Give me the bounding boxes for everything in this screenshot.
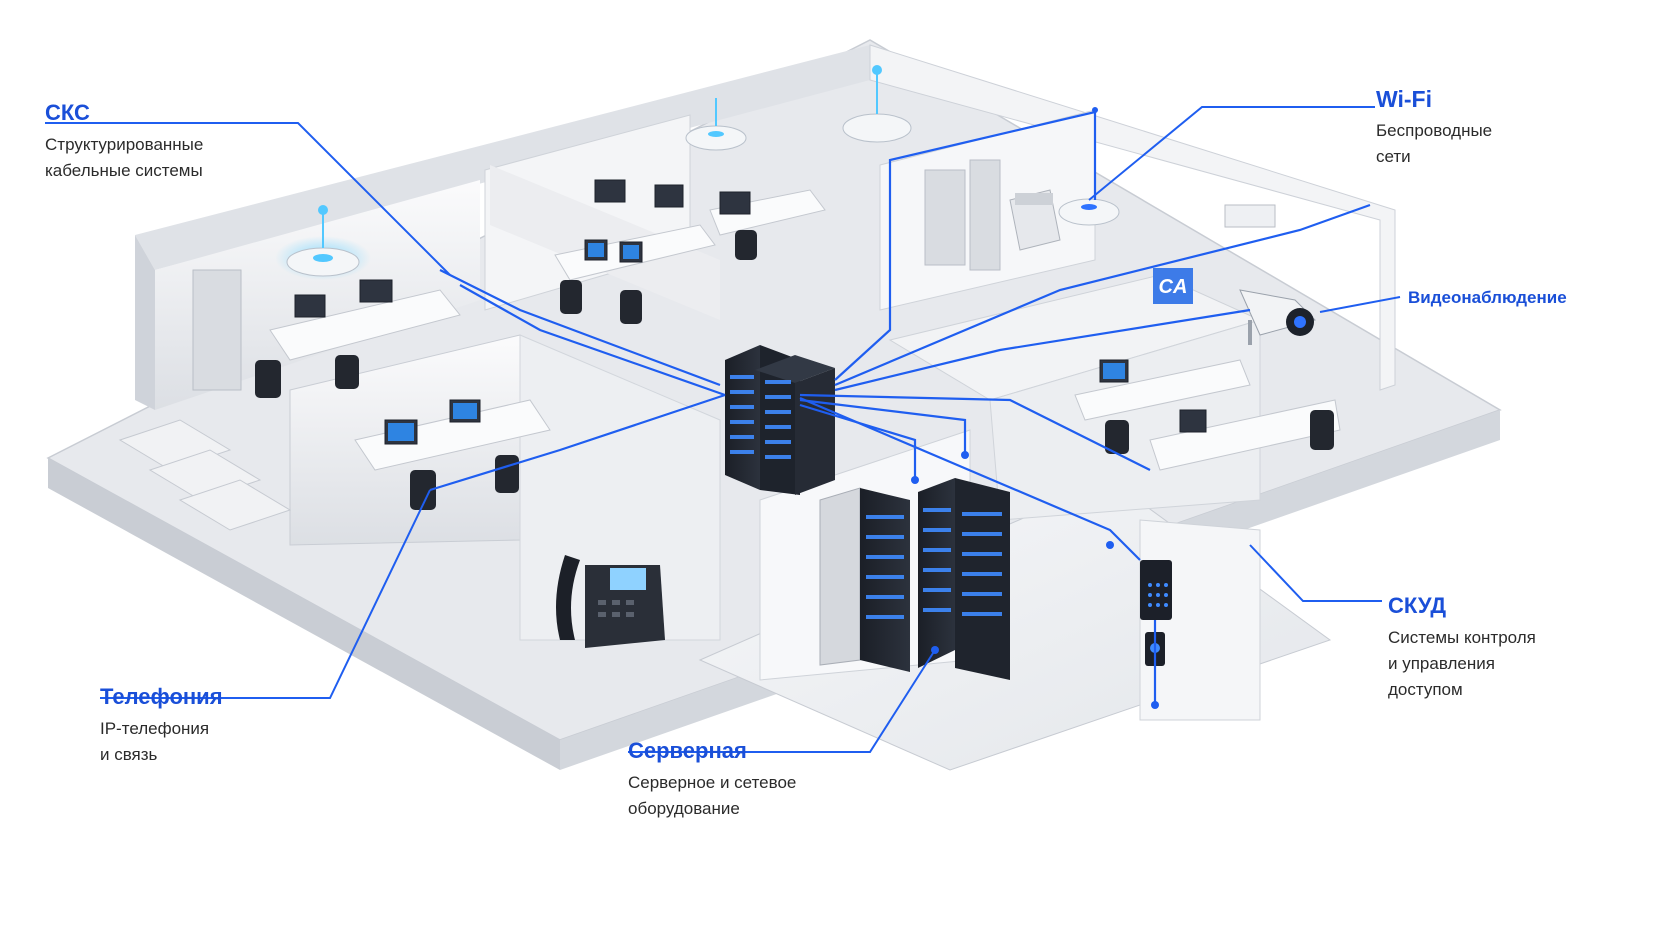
video-surveillance-title: Видеонаблюдение <box>1408 288 1567 307</box>
wifi-access-points <box>275 65 1120 280</box>
cctv-camera-icon <box>1224 204 1316 345</box>
wifi-label: Wi-Fi Беспроводные сети <box>1376 86 1492 170</box>
video-surveillance-label: Видеонаблюдение <box>1408 285 1567 311</box>
printer-icon <box>1009 189 1061 251</box>
sks-title: СКС <box>45 100 90 125</box>
server-room-label: Серверная Серверное и сетевое оборудован… <box>628 738 796 822</box>
entrance-stairs <box>118 419 292 531</box>
server-room-racks <box>819 478 1010 680</box>
server-room-description: Серверное и сетевое оборудование <box>628 770 796 822</box>
wifi-access-point-icon <box>275 205 371 280</box>
telephony-title: Телефония <box>100 684 223 709</box>
server-room-description-line: оборудование <box>628 799 740 818</box>
server-room-description-line: Серверное и сетевое <box>628 773 797 792</box>
room-sign-text: CA <box>1159 276 1188 298</box>
sks-description-line: Структурированные <box>45 135 204 154</box>
access-control-description-line: доступом <box>1388 680 1463 699</box>
access-control-description-line: и управления <box>1388 654 1495 673</box>
network-cables <box>429 110 1371 705</box>
wifi-access-point-icon <box>1058 198 1120 226</box>
telephony-label: Телефония IP-телефония и связь <box>100 684 223 768</box>
telephony-description: IP-телефония и связь <box>100 716 223 768</box>
wifi-access-point-icon <box>842 65 912 143</box>
wifi-description-line: сети <box>1376 147 1411 166</box>
doors <box>192 159 1001 391</box>
workstations <box>255 179 1341 510</box>
wifi-title: Wi-Fi <box>1376 86 1432 112</box>
sks-description-line: кабельные системы <box>45 161 203 180</box>
access-control-description-line: Системы контроля <box>1388 628 1536 647</box>
label-leader-lines <box>45 106 1401 753</box>
access-control-label: СКУД Системы контроля и управления досту… <box>1388 593 1536 703</box>
server-room-title: Серверная <box>628 738 747 763</box>
access-control-description: Системы контроля и управления доступом <box>1388 625 1536 703</box>
wifi-description: Беспроводные сети <box>1376 118 1492 170</box>
wifi-access-point-icon <box>685 98 747 151</box>
wifi-description-line: Беспроводные <box>1376 121 1493 140</box>
access-control-title: СКУД <box>1388 593 1447 618</box>
sks-description: Структурированные кабельные системы <box>45 132 203 184</box>
server-rack-icon <box>725 345 835 495</box>
sks-label: СКС Структурированные кабельные системы <box>45 100 203 184</box>
ip-phone-icon <box>556 555 665 648</box>
room-sign: CA <box>1153 268 1193 304</box>
server-rack-icon <box>866 508 1002 619</box>
telephony-description-line: IP-телефония <box>100 719 210 738</box>
telephony-description-line: и связь <box>100 745 158 764</box>
